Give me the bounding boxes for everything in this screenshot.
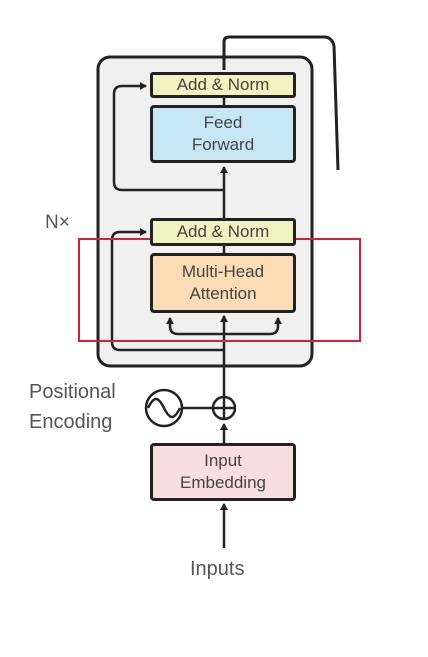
feed-forward-line1: Feed: [203, 113, 243, 132]
attention-line1: Multi-Head: [181, 262, 265, 281]
residual-connection-attention: [110, 228, 224, 352]
positional-label: Positional: [29, 381, 116, 403]
feed-forward-line2: Forward: [191, 135, 255, 154]
multi-head-attention-block: Multi-Head Attention: [150, 253, 296, 313]
encoding-label: Encoding: [29, 411, 113, 433]
attention-right-input: [224, 317, 282, 336]
residual-connection-feedforward: [112, 82, 224, 192]
output-connection: [222, 35, 340, 171]
embedding-line2: Embedding: [179, 473, 266, 492]
add-norm-top-block: Add & Norm: [150, 72, 296, 98]
attention-left-input: [166, 317, 224, 336]
feed-forward-block: Feed Forward: [150, 105, 296, 163]
add-norm-bottom-block: Add & Norm: [150, 218, 296, 246]
nx-label: N×: [45, 212, 70, 233]
encoder-block-background: [96, 55, 314, 368]
add-norm-bottom-label: Add & Norm: [176, 222, 270, 241]
sine-wave-icon: [146, 397, 182, 419]
inputs-label: Inputs: [190, 558, 245, 580]
input-embedding-block: Input Embedding: [150, 443, 296, 501]
add-norm-top-label: Add & Norm: [176, 75, 270, 94]
attention-line2: Attention: [189, 284, 257, 303]
embedding-line1: Input: [204, 451, 242, 470]
